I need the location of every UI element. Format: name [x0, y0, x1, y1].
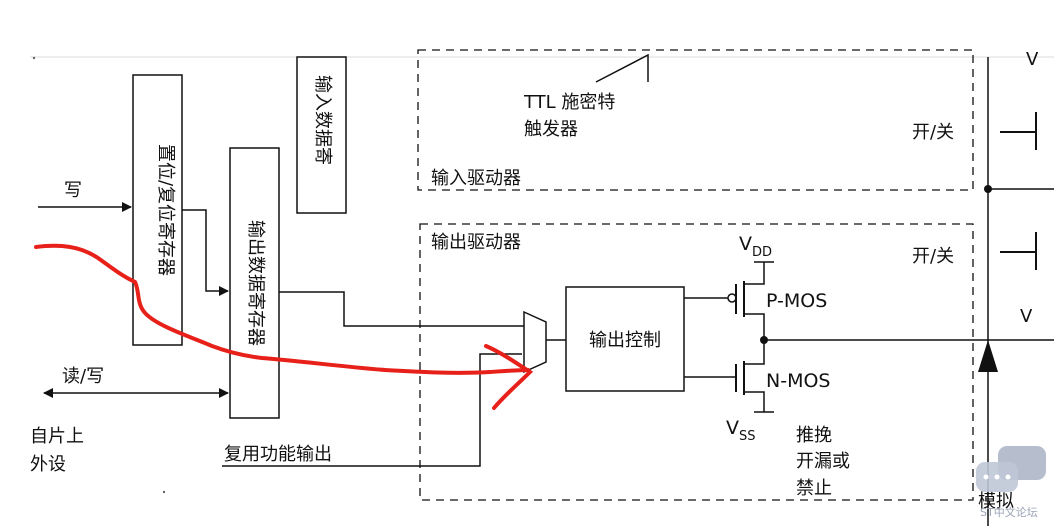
schmitt-trigger-shape [595, 53, 649, 83]
forum-watermark: ST中文论坛 [976, 446, 1046, 519]
vss-label: VSS [726, 417, 756, 444]
output-driver-title: 输出驱动器 [431, 232, 521, 253]
output-control-box [565, 286, 685, 392]
input-switch-label: 开/关 [912, 122, 954, 143]
red-annotation-arrowhead [484, 344, 534, 410]
alt-function-output-label: 复用功能输出 [224, 444, 332, 465]
peripheral-label-line2: 外设 [30, 454, 66, 475]
output-switch-label: 开/关 [912, 246, 954, 267]
output-mux [523, 310, 547, 374]
vss-main: V [726, 417, 739, 439]
crop-speck [32, 56, 36, 60]
input-data-register-label: 输入数据寄 [312, 75, 333, 165]
pmos-drain [744, 313, 765, 340]
analog-arrow-head [978, 340, 998, 372]
pmos-source [744, 262, 765, 285]
ttl-label-line2: 触发器 [524, 119, 578, 140]
pmos-inversion-bubble [727, 293, 737, 303]
write-label: 写 [64, 180, 82, 201]
mode-label-line3: 禁止 [796, 478, 832, 499]
right-edge-v-top: V [1026, 49, 1039, 70]
pmos-label: P-MOS [766, 290, 827, 312]
mode-label-line2: 开漏或 [796, 451, 850, 472]
set-reset-register-label: 置位/复位寄存器 [155, 144, 176, 276]
vdd-subscript: DD [752, 245, 772, 260]
output-control-label: 输出控制 [589, 330, 661, 351]
vss-subscript: SS [739, 429, 756, 444]
watermark-dot [994, 474, 1000, 480]
vdd-label: VDD [739, 233, 772, 260]
peripheral-label-line1: 自片上 [30, 426, 84, 447]
setreset-to-odr-wire [182, 209, 229, 296]
mode-label-line1: 推挽 [796, 425, 832, 446]
watermark-dot [1005, 474, 1011, 480]
output-driver-region [419, 223, 974, 501]
output-data-register-box [229, 147, 280, 419]
read-write-label: 读/写 [62, 366, 104, 387]
vdd-main: V [739, 233, 752, 255]
crop-speck-2 [162, 490, 166, 494]
red-annotation-stroke [34, 243, 530, 375]
output-data-register-label: 输出数据寄存器 [245, 220, 266, 346]
input-driver-region [417, 49, 974, 191]
watermark-text: ST中文论坛 [980, 505, 1038, 519]
nmos-label: N-MOS [766, 370, 830, 392]
analog-label: 模拟 [978, 491, 1014, 512]
nmos-source [744, 391, 765, 412]
input-data-register-box [296, 56, 347, 214]
odr-to-mux-wire [279, 291, 524, 327]
right-edge-v-mid: V [1020, 306, 1033, 327]
nmos-drain [744, 340, 765, 365]
input-driver-title: 输入驱动器 [431, 168, 521, 189]
ttl-label-line1: TTL 施密特 [523, 92, 615, 113]
watermark-dot [983, 474, 989, 480]
